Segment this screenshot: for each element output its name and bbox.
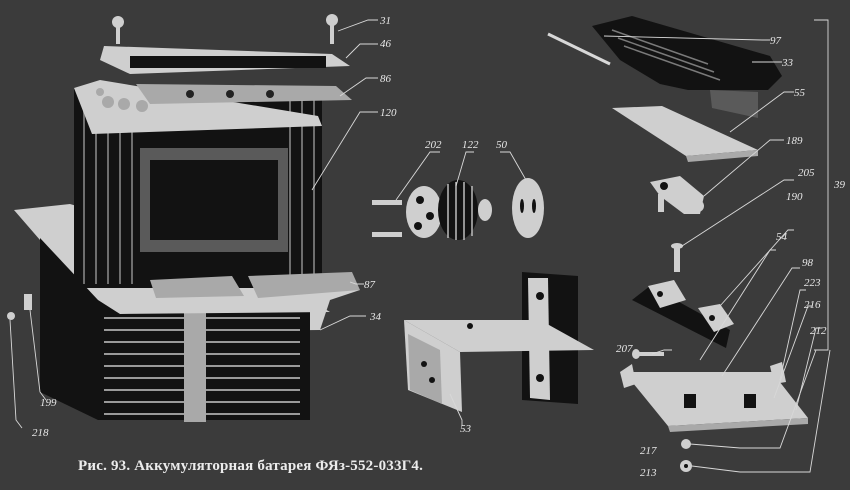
part-numbers: 31 46 86 120 202 122 50 87 34 199 218 53… (32, 15, 846, 479)
part-number-34: 34 (369, 311, 382, 323)
part-number-213: 213 (640, 467, 657, 479)
part-number-122: 122 (462, 139, 479, 151)
bracket-assembly (404, 272, 594, 412)
part-number-55: 55 (794, 87, 806, 99)
part-number-50: 50 (496, 139, 508, 151)
part-number-207: 207 (616, 343, 633, 355)
clamp-part (650, 176, 704, 272)
part-number-46: 46 (380, 38, 392, 50)
part-number-202: 202 (425, 139, 442, 151)
part-number-33: 33 (781, 57, 794, 69)
part-number-120: 120 (380, 107, 397, 119)
part-number-217: 217 (640, 445, 657, 457)
part-number-190: 190 (786, 191, 803, 203)
battery-assembly (7, 14, 360, 422)
part-number-223: 223 (804, 277, 821, 289)
part-number-218: 218 (32, 427, 49, 439)
part-number-212: 212 (810, 325, 827, 337)
part-number-98: 98 (802, 257, 814, 269)
part-number-31: 31 (379, 15, 391, 27)
part-number-86: 86 (380, 73, 392, 85)
part-number-199: 199 (40, 397, 57, 409)
part-number-216: 216 (804, 299, 821, 311)
part-number-87: 87 (364, 279, 376, 291)
terminal-block (632, 280, 734, 359)
part-number-53: 53 (460, 423, 472, 435)
part-number-189: 189 (786, 135, 803, 147)
mounting-base (620, 362, 808, 472)
part-number-97: 97 (770, 35, 782, 47)
leader-lines (9, 19, 831, 473)
figure-caption: Рис. 93. Аккумуляторная батарея ФЯз-552-… (78, 458, 424, 474)
plug-assembly (372, 178, 544, 240)
terminal-cover-assembly (547, 16, 782, 162)
part-number-54: 54 (776, 231, 788, 243)
part-number-205: 205 (798, 167, 815, 179)
part-number-39: 39 (833, 179, 846, 191)
